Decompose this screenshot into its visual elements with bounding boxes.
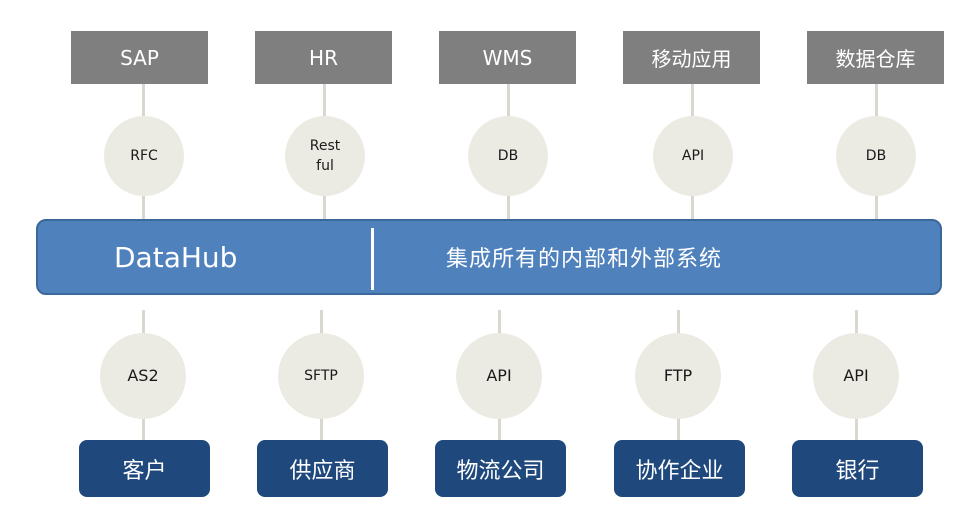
- system-label: SAP: [120, 45, 159, 70]
- system-box-mobile-app: 移动应用: [623, 31, 760, 84]
- protocol-label: Rest ful: [309, 138, 341, 174]
- protocol-circle-restful: Rest ful: [285, 116, 365, 196]
- protocol-circle-db: DB: [468, 116, 548, 196]
- protocol-label: FTP: [663, 366, 693, 385]
- partner-box-supplier: 供应商: [257, 440, 388, 497]
- protocol-label: SFTP: [304, 368, 338, 384]
- partner-label: 协作企业: [635, 458, 724, 484]
- datahub-bar: DataHub 集成所有的内部和外部系统: [36, 219, 942, 295]
- protocol-label: API: [681, 148, 705, 164]
- protocol-label: DB: [497, 148, 519, 164]
- protocol-circle-db: DB: [836, 116, 916, 196]
- system-label: HR: [309, 45, 338, 70]
- system-box-data-warehouse: 数据仓库: [807, 31, 944, 84]
- partner-label: 物流公司: [456, 458, 545, 484]
- system-label: WMS: [482, 45, 533, 70]
- partner-label: 供应商: [289, 458, 356, 484]
- protocol-circle-api: API: [813, 333, 899, 419]
- system-box-hr: HR: [255, 31, 392, 84]
- protocol-circle-api: API: [456, 333, 542, 419]
- system-box-sap: SAP: [71, 31, 208, 84]
- protocol-label: RFC: [130, 148, 158, 164]
- hub-description: 集成所有的内部和外部系统: [446, 247, 723, 272]
- partner-label: 银行: [835, 458, 880, 484]
- partner-label: 客户: [122, 458, 167, 484]
- protocol-circle-sftp: SFTP: [278, 333, 364, 419]
- protocol-circle-as2: AS2: [100, 333, 186, 419]
- protocol-circle-rfc: RFC: [104, 116, 184, 196]
- partner-box-logistics: 物流公司: [435, 440, 566, 497]
- partner-box-customer: 客户: [79, 440, 210, 497]
- partner-box-bank: 银行: [792, 440, 923, 497]
- protocol-label: API: [843, 366, 869, 385]
- system-box-wms: WMS: [439, 31, 576, 84]
- partner-box-collaborator: 协作企业: [614, 440, 745, 497]
- protocol-circle-api: API: [653, 116, 733, 196]
- protocol-label: AS2: [127, 366, 159, 385]
- protocol-label: API: [486, 366, 512, 385]
- system-label: 数据仓库: [835, 47, 916, 71]
- protocol-circle-ftp: FTP: [635, 333, 721, 419]
- system-label: 移动应用: [651, 47, 732, 71]
- hub-divider: [371, 228, 374, 290]
- protocol-label: DB: [865, 148, 887, 164]
- hub-title: DataHub: [114, 240, 238, 274]
